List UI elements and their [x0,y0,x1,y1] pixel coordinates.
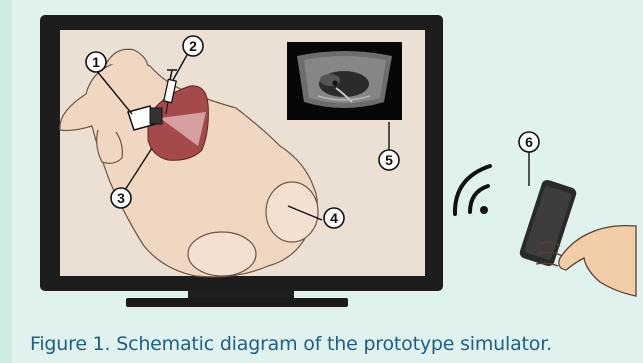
svg-text:6: 6 [525,134,533,150]
monitor-stand-base [126,298,348,307]
callout-5: 5 [379,150,399,170]
svg-text:1: 1 [92,54,100,70]
svg-text:3: 3 [117,190,125,206]
callout-6: 6 [519,132,539,152]
figure-caption: Figure 1. Schematic diagram of the proto… [30,333,552,355]
wifi-signal-icon [455,166,490,214]
callout-1: 1 [86,52,106,72]
callout-3: 3 [111,188,131,208]
ultrasound-image [287,42,402,120]
svg-text:5: 5 [385,152,393,168]
svg-text:2: 2 [189,38,197,54]
callout-4: 4 [324,208,344,228]
svg-text:4: 4 [330,210,338,226]
callout-2: 2 [183,36,203,56]
